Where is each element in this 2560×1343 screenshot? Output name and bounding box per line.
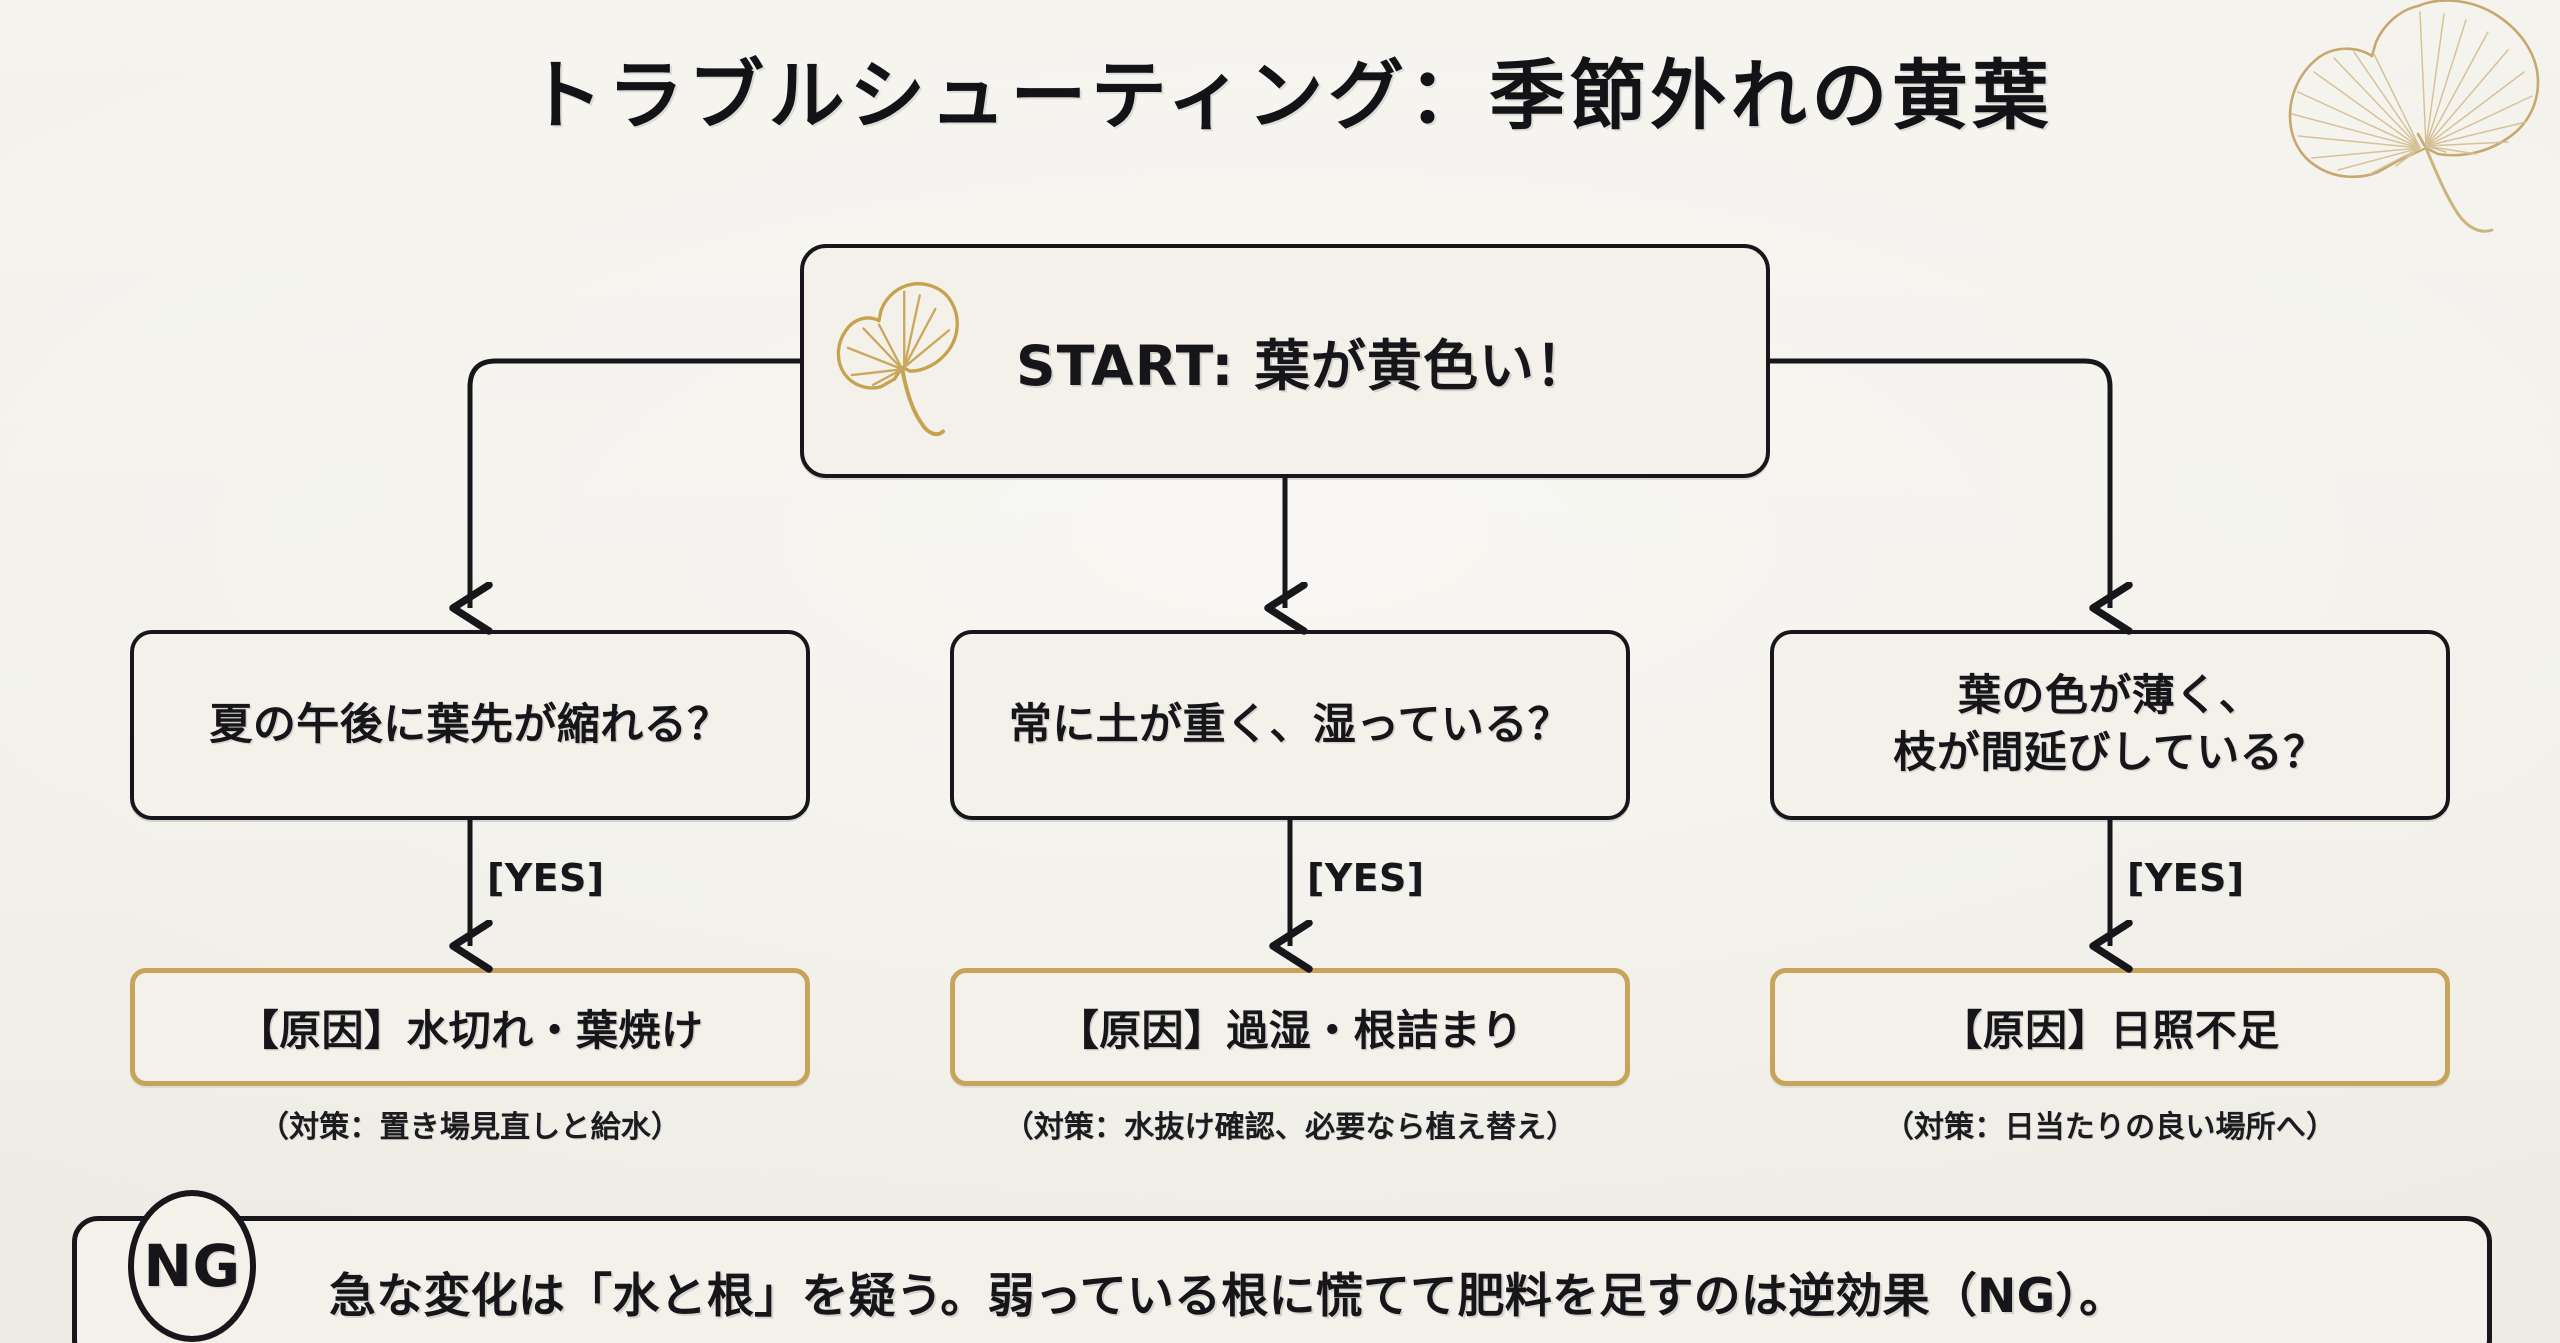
status-badge-ng: NG [128,1190,256,1342]
